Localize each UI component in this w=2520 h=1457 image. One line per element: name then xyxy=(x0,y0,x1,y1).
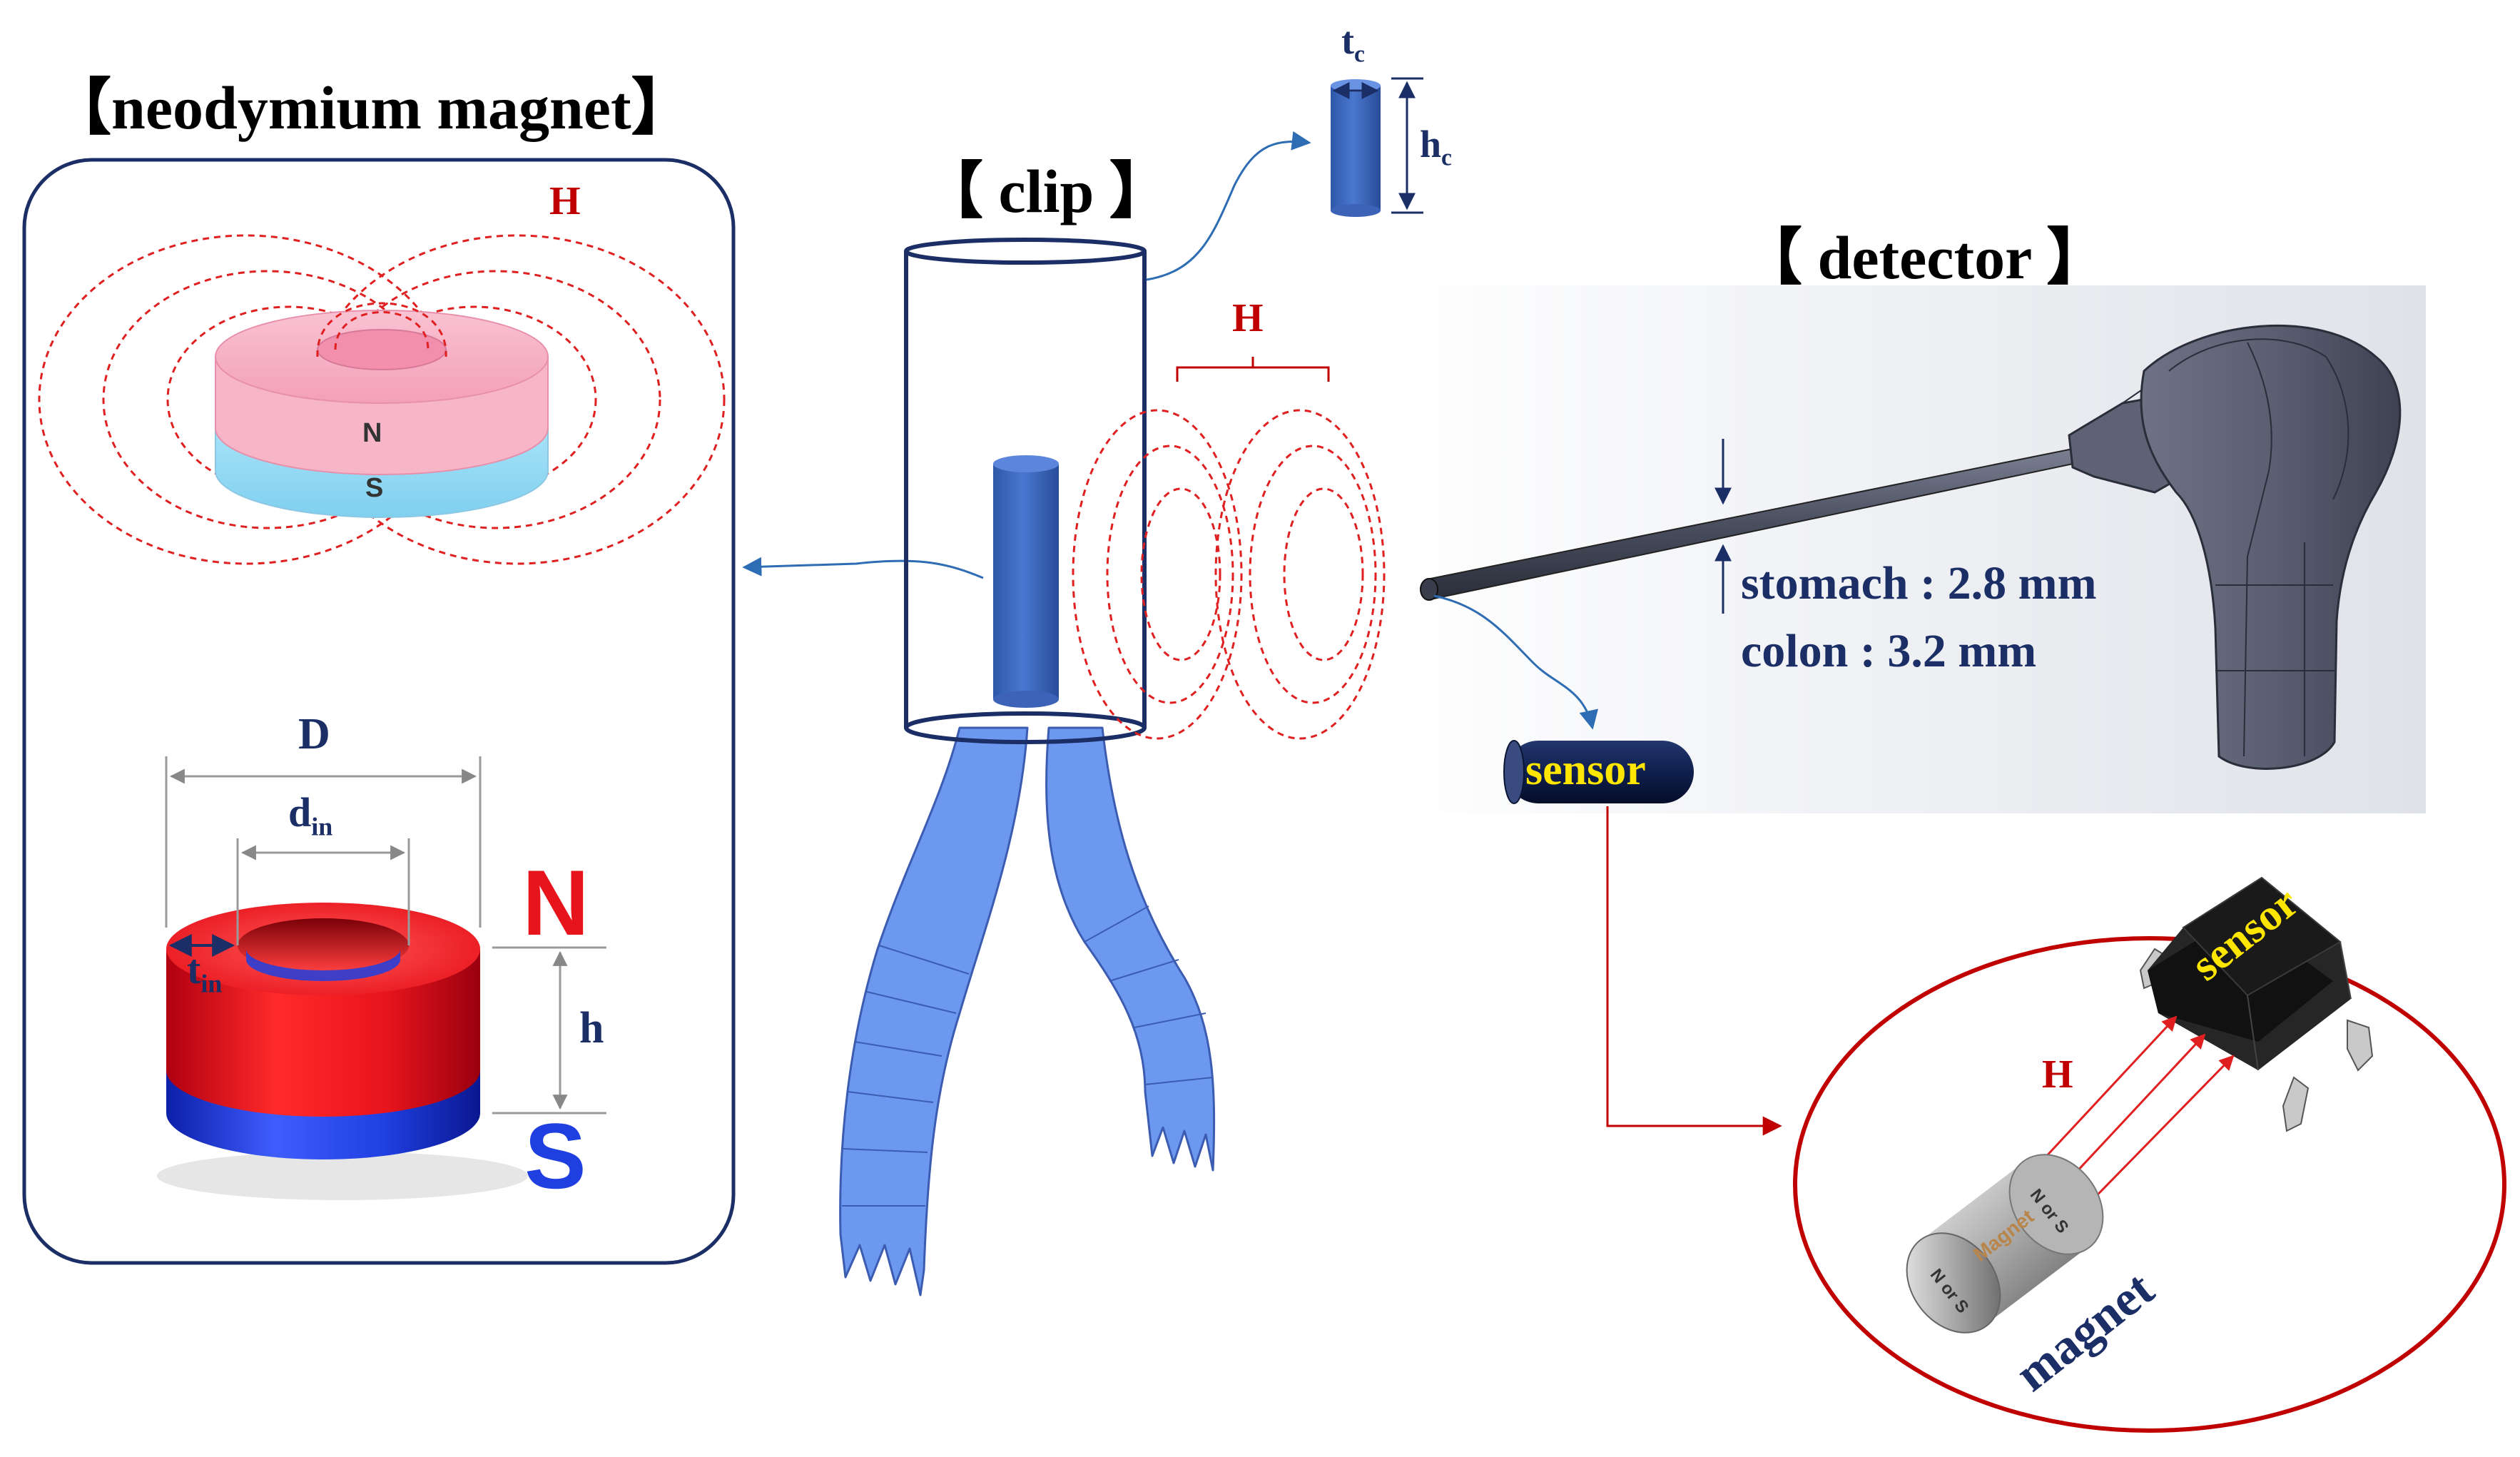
dim-d-inner-text: d xyxy=(288,789,312,836)
sensor-chip xyxy=(2139,876,2374,1132)
colon-diameter-label: colon : 3.2 mm xyxy=(1741,625,2037,677)
sensor-cylinder xyxy=(1503,740,1694,804)
ring-field-label: H xyxy=(549,179,581,223)
ring-magnet-large xyxy=(157,903,528,1200)
probe-to-sensor-connector xyxy=(1433,594,1598,730)
clip-inner-magnet xyxy=(993,455,1059,708)
sensor-to-detail-connector xyxy=(1606,806,1782,1136)
dim-d-inner-sub: in xyxy=(311,812,333,841)
dim-d-inner-label: din xyxy=(288,792,332,841)
clip-cylinder xyxy=(904,238,1147,744)
ring-magnet-small xyxy=(215,310,549,518)
dim-tc-text: t xyxy=(1341,19,1354,62)
steel-magnet xyxy=(1906,1154,2104,1334)
clip-to-panel-connector xyxy=(742,557,984,579)
dim-hc-sub: c xyxy=(1441,144,1452,171)
clip-magnet-detail xyxy=(1331,79,1381,217)
ring-magnet-dimensions xyxy=(165,756,606,1115)
clip-field-lines xyxy=(1072,409,1386,740)
ring-small-south-label: S xyxy=(365,473,384,503)
dim-tc-sub: c xyxy=(1353,41,1365,68)
detector-title: 【 detector 】 xyxy=(1741,223,2108,292)
dim-t-in-sub: in xyxy=(200,969,223,998)
detail-field-label: H xyxy=(2042,1052,2073,1097)
dim-hc-text: h xyxy=(1420,123,1442,166)
dim-tc-label: tc xyxy=(1341,21,1365,66)
north-pole-label: N xyxy=(522,851,589,955)
ring-magnet-field-core xyxy=(316,302,447,357)
dim-hc-label: hc xyxy=(1420,125,1452,170)
detector-probe xyxy=(1420,325,2402,770)
dim-h-label: h xyxy=(579,1004,604,1052)
clip-field-label: H xyxy=(1232,296,1264,340)
detail-circle xyxy=(1793,936,2506,1433)
south-pole-label: S xyxy=(524,1104,586,1208)
ring-small-north-label: N xyxy=(362,418,382,448)
sensor-cylinder-label: sensor xyxy=(1525,746,1646,794)
dim-t-in-text: t xyxy=(187,946,201,993)
clip-to-magnet-connector xyxy=(1146,131,1311,281)
magnet-panel-title: 【neodymium magnet】 xyxy=(50,73,693,142)
field-h-bracket xyxy=(1176,357,1330,382)
clip-jaws xyxy=(839,726,1216,1296)
dim-d-outer-label: D xyxy=(298,710,330,758)
stomach-diameter-label: stomach : 2.8 mm xyxy=(1741,557,2097,609)
clip-title: 【 clip 】 xyxy=(922,157,1171,225)
magnet-panel-frame xyxy=(22,158,736,1265)
clip-magnet-dimensions xyxy=(1332,77,1423,214)
dim-t-in-label: tin xyxy=(187,949,222,997)
